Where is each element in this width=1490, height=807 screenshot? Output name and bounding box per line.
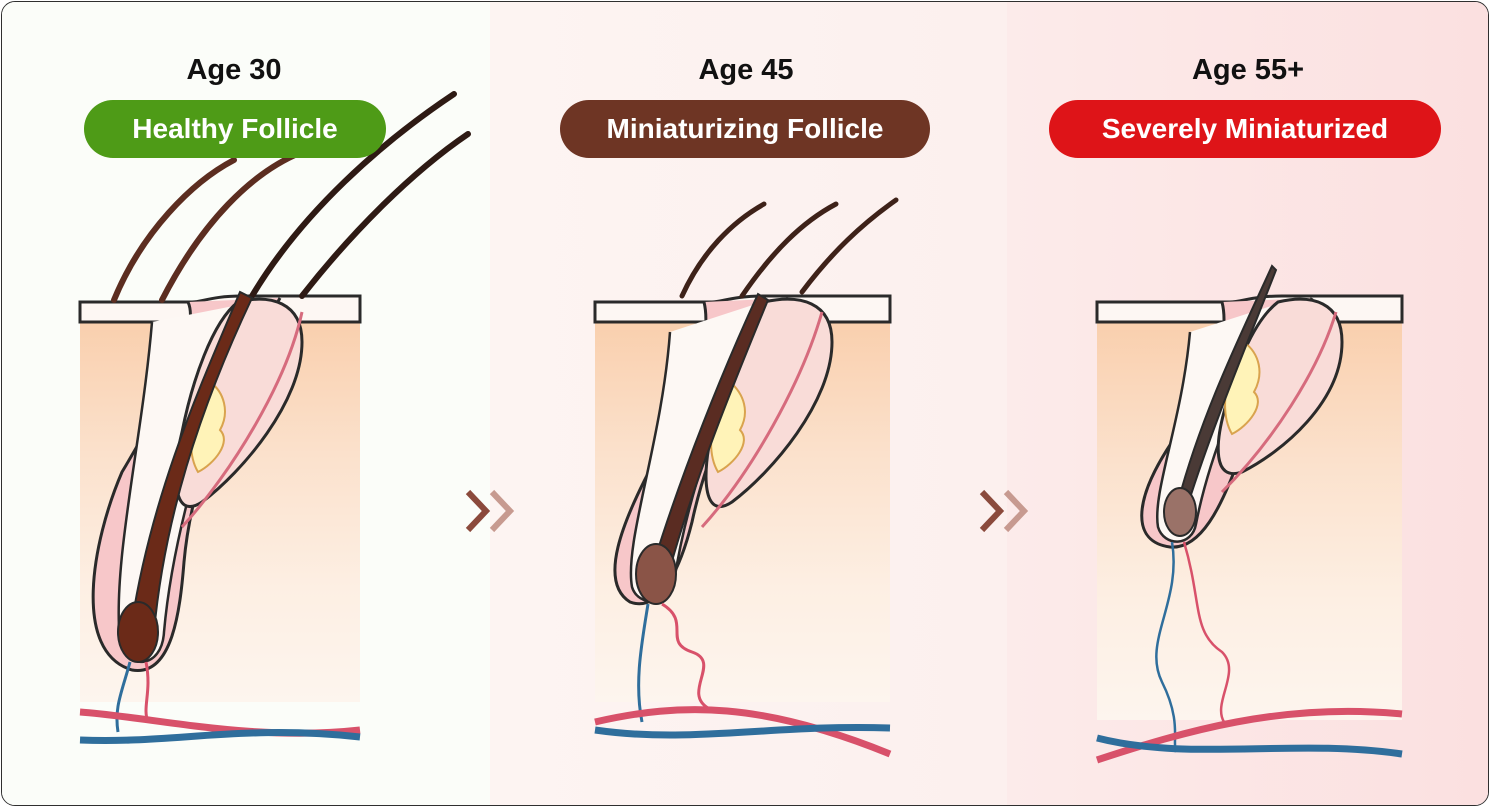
hair-bulb	[636, 544, 676, 604]
double-chevron-right-icon	[464, 488, 520, 534]
miniaturizing-follicle-drawing	[595, 200, 896, 754]
hair-bulb	[118, 602, 158, 662]
vein	[1097, 738, 1402, 754]
stage-3-age: Age 55+	[1128, 54, 1368, 87]
hair-strand	[302, 134, 468, 296]
stage-1-age: Age 30	[114, 54, 354, 87]
hair-bulb	[1164, 488, 1196, 536]
hair-strand	[742, 204, 836, 296]
stage-3-badge: Severely Miniaturized	[1049, 100, 1441, 158]
stage-2-badge: Miniaturizing Follicle	[560, 100, 930, 158]
hair-strand	[162, 152, 302, 300]
vein	[80, 733, 360, 741]
severe-follicle-drawing	[1097, 266, 1402, 760]
healthy-follicle-drawing	[80, 94, 468, 741]
stage-1-badge: Healthy Follicle	[84, 100, 386, 158]
double-chevron-right-icon	[978, 488, 1034, 534]
stage-2-age: Age 45	[626, 54, 866, 87]
artery	[80, 712, 360, 733]
artery-branch	[146, 662, 148, 722]
